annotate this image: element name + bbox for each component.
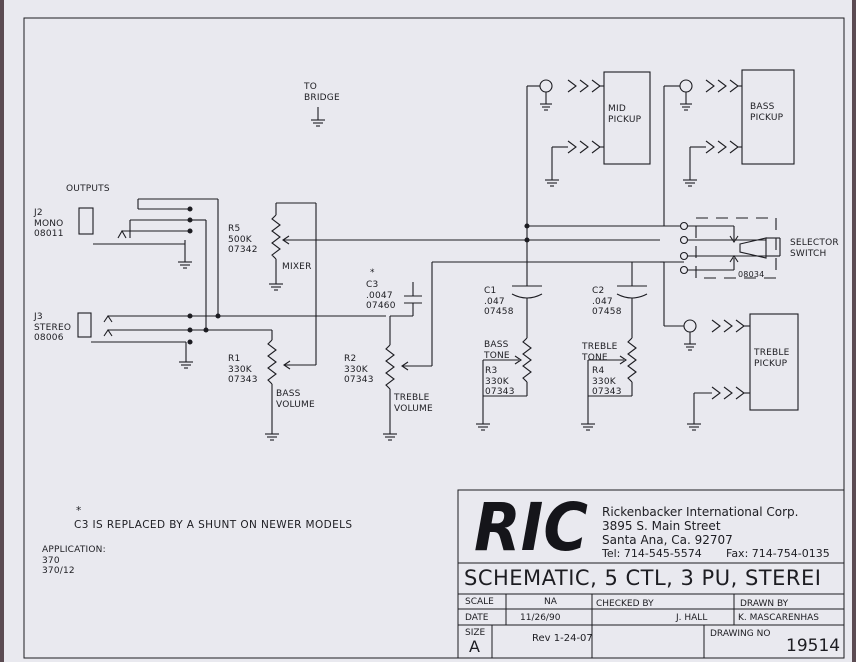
size-value: A — [469, 637, 480, 656]
j3-stereo-jack — [77, 312, 386, 369]
scale-label: SCALE — [465, 597, 494, 607]
treble-pickup-label: TREBLE PICKUP — [754, 348, 790, 369]
size-label: SIZE — [465, 628, 486, 638]
c3-label: C3 .0047 07460 — [366, 280, 396, 311]
application-label: APPLICATION: 370 370/12 — [42, 545, 106, 576]
c2-r4-treble-tone — [581, 262, 648, 431]
mixer-label: MIXER — [282, 262, 312, 272]
c3-note: C3 IS REPLACED BY A SHUNT ON NEWER MODEL… — [74, 519, 353, 531]
r4-label: R4 330K 07343 — [592, 366, 622, 397]
c3-mark: * — [370, 268, 375, 278]
bass-pickup-circuit — [663, 69, 795, 226]
r1-bass-volume-pot — [265, 330, 291, 441]
selector-switch-symbol — [527, 217, 781, 326]
j3-label: J3 STEREO 08006 — [34, 312, 72, 343]
drawn-by-label: DRAWN BY — [740, 599, 789, 609]
treble-pickup-circuit — [664, 313, 799, 431]
r2-label: R2 330K 07343 — [344, 354, 374, 385]
company-street: 3895 S. Main Street — [602, 519, 721, 533]
company-city: Santa Ana, Ca. 92707 — [602, 533, 733, 547]
c1-label: C1 .047 07458 — [484, 286, 514, 317]
mid-pickup-label: MID PICKUP — [608, 104, 642, 125]
company-tel: Tel: 714-545-5574 — [602, 547, 702, 560]
company-name: Rickenbacker International Corp. — [602, 505, 799, 519]
outputs-label: OUTPUTS — [66, 184, 110, 194]
mid-pickup-circuit — [476, 71, 651, 431]
c3-r2-treble-volume — [383, 261, 684, 441]
bass-volume-label: BASS VOLUME — [276, 389, 315, 410]
bass-tone-label: BASS TONE — [484, 340, 510, 361]
checked-by-value: J. HALL — [676, 613, 708, 623]
schematic-sheet — [4, 0, 852, 662]
drawing-title: SCHEMATIC, 5 CTL, 3 PU, STEREI — [464, 566, 822, 590]
title-block-grid — [457, 489, 845, 659]
drawing-no-label: DRAWING NO — [710, 629, 771, 639]
selector-switch-label: SELECTOR SWITCH — [790, 238, 839, 259]
ric-logo-text: RIC — [474, 490, 588, 558]
scale-value: NA — [544, 597, 557, 607]
j2-mono-jack — [78, 198, 219, 330]
c2-label: C2 .047 07458 — [592, 286, 622, 317]
treble-volume-label: TREBLE VOLUME — [394, 393, 433, 414]
r1-label: R1 330K 07343 — [228, 354, 258, 385]
j2-label: J2 MONO 08011 — [34, 208, 64, 239]
company-fax: Fax: 714-754-0135 — [726, 547, 830, 560]
drawn-by-value: K. MASCARENHAS — [738, 613, 820, 623]
drawing-no-value: 19514 — [786, 636, 841, 656]
ric-logo: RIC — [474, 490, 588, 558]
bridge-ground-symbol — [311, 107, 325, 127]
date-label: DATE — [465, 613, 489, 623]
note-mark: * — [76, 505, 82, 517]
to-bridge-label: TO BRIDGE — [304, 82, 340, 103]
checked-by-label: CHECKED BY — [596, 599, 654, 609]
date-value: 11/26/90 — [520, 613, 561, 623]
r5-mixer-pot — [269, 202, 660, 366]
treble-tone-label: TREBLE TONE — [582, 342, 618, 363]
r3-label: R3 330K 07343 — [485, 366, 515, 397]
bass-pickup-label: BASS PICKUP — [750, 102, 784, 123]
r5-label: R5 500K 07342 — [228, 224, 258, 255]
switch-part-label: 08034 — [738, 270, 765, 279]
sheet-border — [23, 17, 845, 659]
revision: Rev 1-24-07 — [532, 633, 593, 644]
